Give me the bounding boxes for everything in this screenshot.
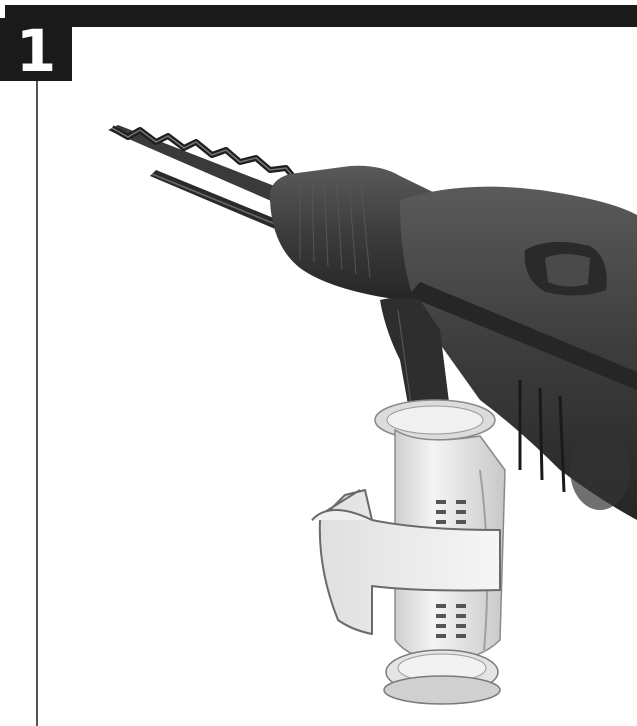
- rotate-arrow-icon: [311, 489, 501, 635]
- step-badge: 1: [0, 18, 72, 81]
- left-margin-rule: [36, 81, 38, 726]
- drill-bit: [108, 125, 300, 210]
- header-bar: [5, 5, 637, 27]
- handle-neck: [380, 298, 450, 418]
- drill-body: [400, 186, 637, 520]
- step-number: 1: [15, 16, 57, 85]
